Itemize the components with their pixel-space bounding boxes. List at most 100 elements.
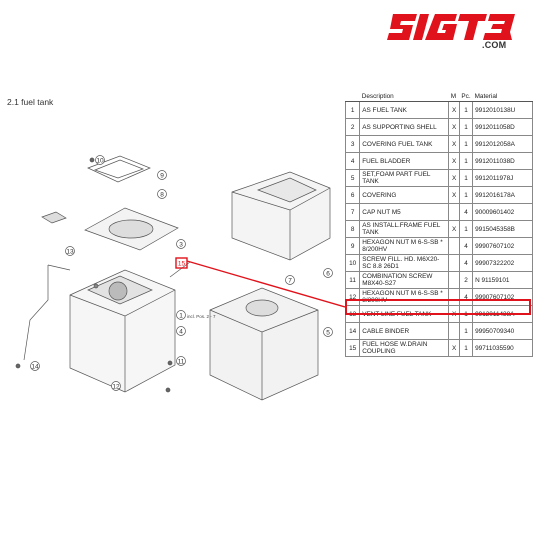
cell-description: AS SUPPORTING SHELL [359,118,450,136]
highlight-row-15 [345,299,531,315]
cell-pc: 1 [459,339,474,357]
cell-description: COMBINATION SCREW M8X40-S27 [359,271,450,289]
callout-7: 7 [285,275,295,285]
cell-idx: 15 [344,339,361,357]
cell-m [448,237,460,255]
cell-m [448,322,460,340]
cell-material: 9912016178A [472,186,533,204]
cell-idx: 5 [344,169,361,187]
cell-material: 9912012058A [472,135,533,153]
cell-description: AS FUEL TANK [359,101,450,119]
cell-m [448,271,460,289]
svg-text:7: 7 [288,278,292,285]
callout-11: 11 [176,356,186,366]
callout-10: 10 [95,155,105,165]
callout-12: 12 [111,381,121,391]
cell-material: 9912011978J [472,169,533,187]
svg-text:12: 12 [112,384,120,391]
cell-idx: 9 [344,237,361,255]
callout-6: 6 [323,268,333,278]
header-idx [345,92,360,102]
cell-description: COVERING FUEL TANK [359,135,450,153]
header-m: M [448,92,460,102]
sigt3-logo[interactable] [387,10,517,52]
cell-idx: 1 [344,101,361,119]
svg-text:8: 8 [160,192,164,199]
table-header: Description M Pc. Material [345,92,533,102]
cell-idx: 10 [344,254,361,272]
cell-m: X [448,135,460,153]
svg-text:1: 1 [179,313,183,320]
callout-4: 4 [176,326,186,336]
cell-idx: 8 [344,220,361,238]
svg-text:4: 4 [179,329,183,336]
cell-m: X [448,339,460,357]
callout-5: 5 [323,327,333,337]
cell-m [448,288,460,306]
header-pc: Pc. [459,92,473,102]
cell-pc: 1 [459,118,474,136]
cell-material: 99907607102 [472,288,533,306]
cell-m: X [448,186,460,204]
cell-idx: 6 [344,186,361,204]
callout-15: 15 [178,261,186,268]
cell-material: 9915045358B [472,220,533,238]
svg-text:3: 3 [179,242,183,249]
svg-text:5: 5 [326,330,330,337]
cell-m [448,203,460,221]
cell-material: 9912011038D [472,152,533,170]
cell-description: CAP NUT M5 [359,203,450,221]
cell-material: 9912011058D [472,118,533,136]
cell-pc: 1 [459,322,474,340]
svg-text:15: 15 [178,261,186,268]
diagram-note: incl. Pos. 2 - 7 [187,314,216,319]
callout-13: 13 [65,246,75,256]
cell-idx: 2 [344,118,361,136]
cell-description: SCREW FILL. HD. M6X20-SC 8.8 26D1 [359,254,450,272]
cell-pc: 1 [459,220,474,238]
cell-pc: 4 [459,254,474,272]
cell-description: AS INSTALL.FRAME FUEL TANK [359,220,450,238]
cell-m: X [448,220,460,238]
cell-pc: 1 [459,152,474,170]
svg-text:9: 9 [160,173,164,180]
callout-9: 9 [157,170,167,180]
callout-1: 1 [176,310,186,320]
svg-text:11: 11 [178,359,185,366]
section-title: 2.1 fuel tank [7,97,54,107]
cell-idx: 3 [344,135,361,153]
cell-pc: 1 [459,169,474,187]
svg-text:6: 6 [326,271,330,278]
cell-material: N 91159101 [472,271,533,289]
cell-m: X [448,118,460,136]
logo-domain: .COM [482,40,507,50]
callout-3: 3 [176,239,186,249]
cell-pc: 2 [459,271,474,289]
header-material: Material [472,92,533,102]
cell-description: COVERING [359,186,450,204]
cell-material: 99950709340 [472,322,533,340]
callout-14: 14 [30,361,40,371]
svg-text:10: 10 [96,158,104,165]
cell-material: 99907607102 [472,237,533,255]
cell-description: FUEL BLADDER [359,152,450,170]
cell-pc: 1 [459,186,474,204]
cell-description: HEXAGON NUT M 6-S-SB * 8/200HV [359,237,450,255]
header-description: Description [359,92,449,102]
cell-idx: 11 [344,271,361,289]
cell-material: 90009601402 [472,203,533,221]
